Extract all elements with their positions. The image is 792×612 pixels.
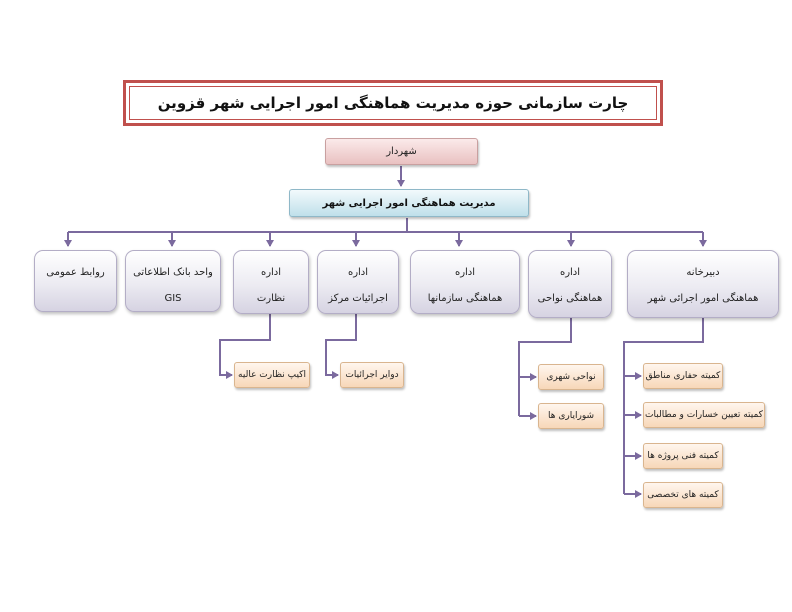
coordination-management-box: مدیریت هماهنگی امور اجرایی شهر bbox=[289, 189, 529, 217]
sub-damages-committee: کمیته تعیین خسارات و مطالبات bbox=[643, 402, 765, 428]
dept-gis-unit-line2: GIS bbox=[164, 293, 182, 304]
dept-gis-unit-line1: واحد بانک اطلاعاتی bbox=[133, 267, 213, 278]
sub-supervision-team-label: اکیپ نظارت عالیه bbox=[238, 370, 306, 380]
dept-secretariat: دبیرخانه هماهنگی امور اجرائی شهر bbox=[627, 250, 779, 318]
sub-execution-circles: دوایر اجرائیات bbox=[340, 362, 404, 388]
dept-supervision-line1: اداره bbox=[260, 267, 282, 278]
mayor-label: شهردار bbox=[386, 146, 417, 157]
dept-central-ops: اداره اجرائیات مرکز bbox=[317, 250, 399, 314]
dept-district-coordination: اداره هماهنگی نواحی bbox=[528, 250, 612, 318]
sub-supervision-team: اکیپ نظارت عالیه bbox=[234, 362, 310, 388]
sub-councils: شورایاری ها bbox=[538, 403, 604, 429]
dept-gis-unit: واحد بانک اطلاعاتی GIS bbox=[125, 250, 221, 312]
dept-public-relations-label: روابط عمومی bbox=[46, 267, 105, 278]
dept-secretariat-line2: هماهنگی امور اجرائی شهر bbox=[647, 293, 759, 304]
sub-technical-committee: کمیته فنی پروژه ها bbox=[643, 443, 723, 469]
sub-councils-label: شورایاری ها bbox=[547, 411, 595, 421]
sub-excavation-committee-label: کمیته حفاری مناطق bbox=[645, 371, 721, 381]
sub-specialized-committees: کمیته های تخصصی bbox=[643, 482, 723, 508]
connector-district-sub bbox=[518, 318, 572, 416]
sub-damages-committee-label: کمیته تعیین خسارات و مطالبات bbox=[645, 410, 763, 420]
sub-urban-districts-label: نواحی شهری bbox=[546, 372, 596, 382]
sub-execution-circles-label: دوایر اجرائیات bbox=[345, 370, 399, 380]
dept-org-coordination: اداره هماهنگی سازمانها bbox=[410, 250, 520, 314]
dept-central-ops-line1: اداره bbox=[347, 267, 369, 278]
sub-urban-districts: نواحی شهری bbox=[538, 364, 604, 390]
dept-supervision-line2: نظارت bbox=[256, 293, 286, 304]
chart-title-box: چارت سازمانی حوزه مدیریت هماهنگی امور اج… bbox=[123, 80, 663, 126]
connector-secretariat-sub bbox=[623, 318, 704, 494]
sub-technical-committee-label: کمیته فنی پروژه ها bbox=[647, 451, 719, 461]
sub-specialized-committees-label: کمیته های تخصصی bbox=[647, 490, 719, 500]
sub-excavation-committee: کمیته حفاری مناطق bbox=[643, 363, 723, 389]
dept-district-coordination-line2: هماهنگی نواحی bbox=[537, 293, 603, 304]
chart-title-inner-border bbox=[129, 86, 657, 120]
dept-supervision: اداره نظارت bbox=[233, 250, 309, 314]
dept-central-ops-line2: اجرائیات مرکز bbox=[328, 293, 388, 304]
chart-title: چارت سازمانی حوزه مدیریت هماهنگی امور اج… bbox=[157, 94, 629, 112]
dept-org-coordination-line2: هماهنگی سازمانها bbox=[427, 293, 503, 304]
dept-public-relations: روابط عمومی bbox=[34, 250, 117, 312]
connector-central-execution bbox=[325, 314, 357, 379]
dept-org-coordination-line1: اداره bbox=[454, 267, 476, 278]
dept-district-coordination-line1: اداره bbox=[559, 267, 581, 278]
mayor-box: شهردار bbox=[325, 138, 478, 165]
coordination-management-label: مدیریت هماهنگی امور اجرایی شهر bbox=[322, 197, 496, 209]
dept-secretariat-line1: دبیرخانه bbox=[686, 267, 720, 278]
connector-supervision-team bbox=[219, 314, 271, 379]
